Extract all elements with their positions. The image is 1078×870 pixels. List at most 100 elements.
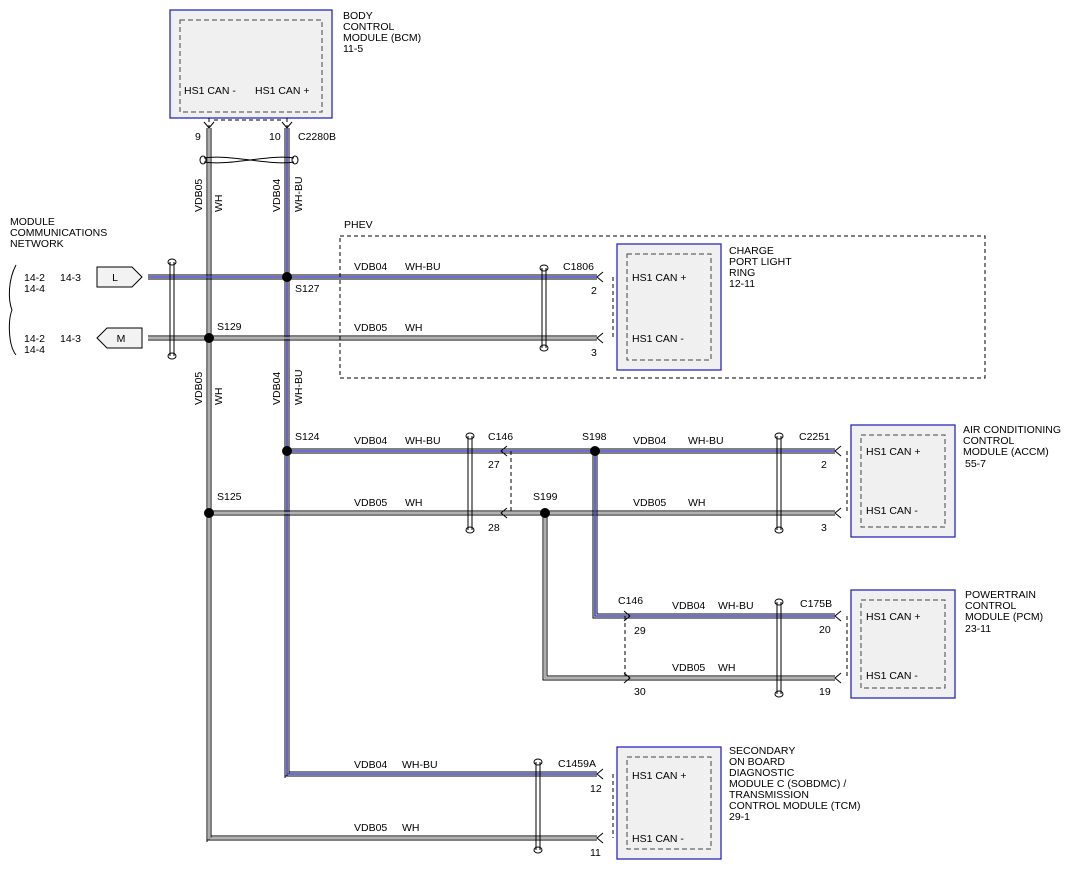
sobdmc-inner [626, 756, 712, 850]
accm-inner [860, 434, 946, 528]
network-title-2: COMMUNICATIONS [10, 227, 107, 239]
twist-marks [167, 155, 784, 854]
splice-s125-dot [204, 508, 214, 518]
ref-m-a: 14-2 [24, 333, 45, 345]
circ-pcm-wh: WH [718, 662, 736, 674]
circ-sob-vdb05: VDB05 [354, 822, 387, 834]
splice-s199: S199 [533, 491, 558, 503]
ref-m-c: 14-4 [24, 344, 45, 356]
cplr-name-3: RING [729, 267, 755, 279]
bcm-name-3: MODULE (BCM) [343, 32, 421, 44]
circ-m-wh: WH [405, 322, 423, 334]
pin-c146-29: 29 [634, 625, 646, 637]
pcm-pin-plus: HS1 CAN + [866, 611, 921, 623]
pcm-name-2: CONTROL [965, 600, 1016, 612]
circ-vert-vdb04-mid: VDB04 [271, 372, 283, 405]
wire-sob-vdb04 [285, 771, 597, 777]
splice-s198-dot [590, 446, 600, 456]
sobdmc-pin-minus: HS1 CAN - [632, 833, 684, 845]
splice-s129: S129 [217, 321, 242, 333]
accm-pin-plus: HS1 CAN + [866, 446, 921, 458]
circ-sob-whbu: WH-BU [402, 759, 438, 771]
circ-s125-vdb05: VDB05 [354, 497, 387, 509]
conn-c1806: C1806 [563, 261, 594, 273]
circ-sob-wh: WH [402, 822, 420, 834]
circ-pcm-whbu: WH-BU [718, 600, 754, 612]
sobdmc-module [616, 746, 722, 860]
circ-pcm-vdb05: VDB05 [672, 662, 705, 674]
accm-name-4: 55-7 [965, 458, 986, 470]
accm-name-2: CONTROL [963, 435, 1014, 447]
circ-pcm-vdb04: VDB04 [672, 600, 705, 612]
circ-accm-vdb04: VDB04 [633, 435, 666, 447]
pin-cplr-2: 2 [591, 285, 597, 297]
circ-s124-vdb04: VDB04 [354, 435, 387, 447]
circ-accm-whbu: WH-BU [688, 435, 724, 447]
splice-s129-dot [204, 333, 214, 343]
circ-m-vdb05: VDB05 [354, 322, 387, 334]
cplr-pin-plus: HS1 CAN + [632, 272, 687, 284]
circ-accm-wh: WH [688, 497, 706, 509]
sobdmc-name-2: ON BOARD [729, 756, 785, 768]
wire-s125-accm [209, 510, 835, 516]
wire-s199-pcm [542, 513, 835, 681]
cplr-name-4: 12-11 [729, 278, 755, 290]
network-title-3: NETWORK [10, 238, 64, 250]
bcm-pin-arrows [203, 121, 293, 129]
conn-c1459a: C1459A [558, 758, 596, 770]
circ-vert-wh-top: WH [213, 195, 225, 213]
cplr-inner [626, 253, 712, 361]
splice-dots [204, 272, 600, 518]
pin-c146-30: 30 [634, 686, 646, 698]
accm-name-3: MODULE (ACCM) [963, 446, 1049, 458]
accm-pin-minus: HS1 CAN - [866, 505, 918, 517]
bcm-module [169, 9, 333, 119]
circ-l-vdb04: VDB04 [354, 261, 387, 273]
sobdmc-name-1: SECONDARY [729, 745, 795, 757]
sobdmc-name-4: MODULE C (SOBDMC) / [729, 778, 846, 790]
tag-m-label: M [117, 333, 126, 345]
network-brace [8, 264, 17, 356]
circ-sob-vdb04: VDB04 [354, 759, 387, 771]
circ-accm-vdb05: VDB05 [633, 497, 666, 509]
ref-l-c: 14-4 [24, 283, 45, 295]
wire-s198-pcm [592, 451, 835, 619]
splice-s127-dot [282, 272, 292, 282]
pcm-name-1: POWERTRAIN [965, 589, 1036, 601]
ref-m-b: 14-3 [60, 333, 81, 345]
wire-m-cplr [148, 335, 597, 341]
ref-l-b: 14-3 [60, 272, 81, 284]
sobdmc-name-5: TRANSMISSION [729, 789, 809, 801]
circ-vert-vdb04-top: VDB04 [271, 179, 283, 212]
circ-s124-whbu: WH-BU [405, 435, 441, 447]
sobdmc-name-3: DIAGNOSTIC [729, 767, 795, 779]
pin-sob-11: 11 [590, 847, 601, 859]
pcm-name-3: MODULE (PCM) [965, 611, 1043, 623]
splice-s124: S124 [295, 431, 320, 443]
wire-s124-accm [287, 448, 835, 454]
accm-name-1: AIR CONDITIONING [963, 424, 1061, 436]
wire-sob-vdb05 [207, 835, 597, 841]
sobdmc-name-6: CONTROL MODULE (TCM) [729, 800, 860, 812]
pcm-name-4: 23-11 [965, 623, 991, 635]
cplr-name-2: PORT LIGHT [729, 256, 792, 268]
wire-s198-pcm-color [594, 451, 835, 617]
splice-s199-dot [540, 508, 550, 518]
circ-vert-wh-mid: WH [213, 388, 225, 406]
phev-label: PHEV [344, 219, 373, 231]
cplr-name-1: CHARGE [729, 245, 774, 257]
bcm-pin-minus: HS1 CAN - [184, 85, 236, 97]
cplr-module [616, 243, 722, 371]
sobdmc-name-7: 29-1 [729, 811, 750, 823]
accm-module [850, 424, 956, 538]
pcm-module [850, 589, 956, 699]
pin-c146-27: 27 [488, 459, 500, 471]
pin-pcm-19: 19 [819, 686, 831, 698]
tag-l-label: L [112, 272, 118, 284]
splice-s124-dot [282, 446, 292, 456]
bcm-inner [179, 19, 323, 113]
cplr-pin-minus: HS1 CAN - [632, 333, 684, 345]
pin-pcm-20: 20 [819, 624, 831, 636]
pin-cplr-3: 3 [591, 347, 597, 359]
